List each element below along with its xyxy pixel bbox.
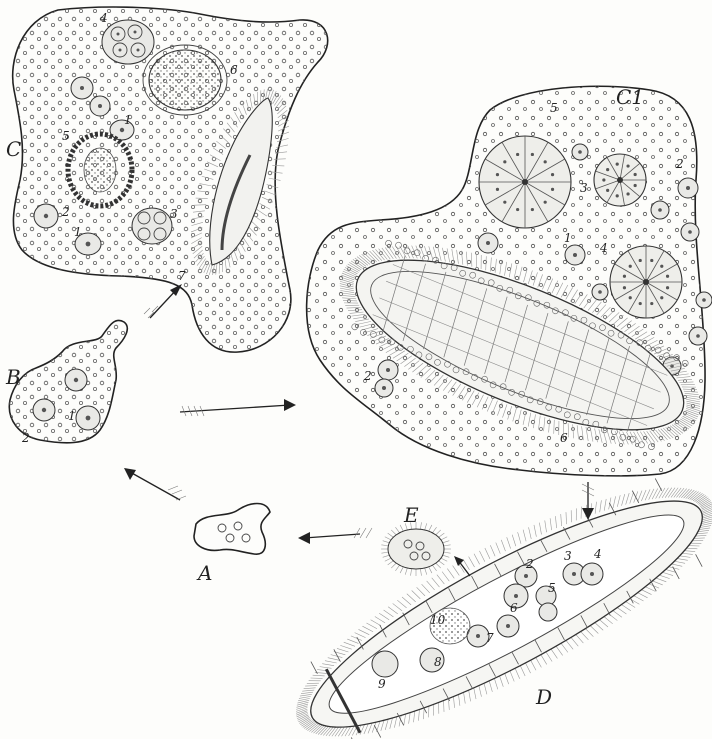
cluster-4 [102,20,154,64]
c-num-4: 4 [99,11,108,25]
arrow-b-to-c [144,284,182,318]
b-num-2: 2 [21,431,30,445]
c-num-1a: 1 [124,113,132,127]
d-num-10: 10 [430,613,446,627]
c1-num-1: 1 [564,231,572,245]
c-num-6: 6 [230,63,238,77]
label-d: D [535,685,552,709]
blob-a-outline [194,504,270,555]
c1-num-4: 4 [599,241,608,255]
blob-a [194,504,270,555]
d-num-2: 2 [525,557,534,571]
blob-c1 [307,86,712,476]
c1-num-5: 5 [550,101,558,115]
rosette-4 [610,246,682,318]
label-c: C [6,137,21,161]
arrow-b-to-c1 [180,399,296,416]
d-num-9: 9 [378,677,386,691]
cluster-3 [132,208,172,244]
b-num-1: 1 [68,409,76,423]
c-num-2: 2 [61,205,70,219]
d-num-5: 5 [548,581,556,595]
c1-num-6: 6 [560,431,568,445]
arrow-e-exit [454,556,470,576]
c1-num-2: 2 [675,157,684,171]
stage-e [381,522,451,576]
d-num-3: 3 [564,549,572,563]
cell-2 [34,204,58,228]
d-num-8: 8 [434,655,442,669]
d-num-7: 7 [486,631,494,645]
label-b: B [5,365,21,389]
d-num-6: 6 [510,601,518,615]
arrow-c1-to-d [582,482,594,520]
blob-b [9,320,127,442]
blob-c [13,7,328,352]
rosette-3 [594,154,646,206]
larva-d [288,465,712,739]
label-a: A [196,561,212,585]
c1-num-2b: 2 [363,369,372,383]
arrow-d-to-a [298,528,372,544]
d-num-4: 4 [593,547,602,561]
cluster-6 [143,45,227,115]
c1-num-3: 3 [580,181,588,195]
c-num-7: 7 [178,269,186,283]
c-num-5: 5 [62,129,70,143]
label-e: E [403,503,419,527]
rosette-5 [479,136,571,228]
c-num-1b: 1 [74,225,82,239]
label-c1: C1 [616,85,644,109]
arrow-a-to-b [124,468,186,500]
c-num-3: 3 [170,207,178,221]
